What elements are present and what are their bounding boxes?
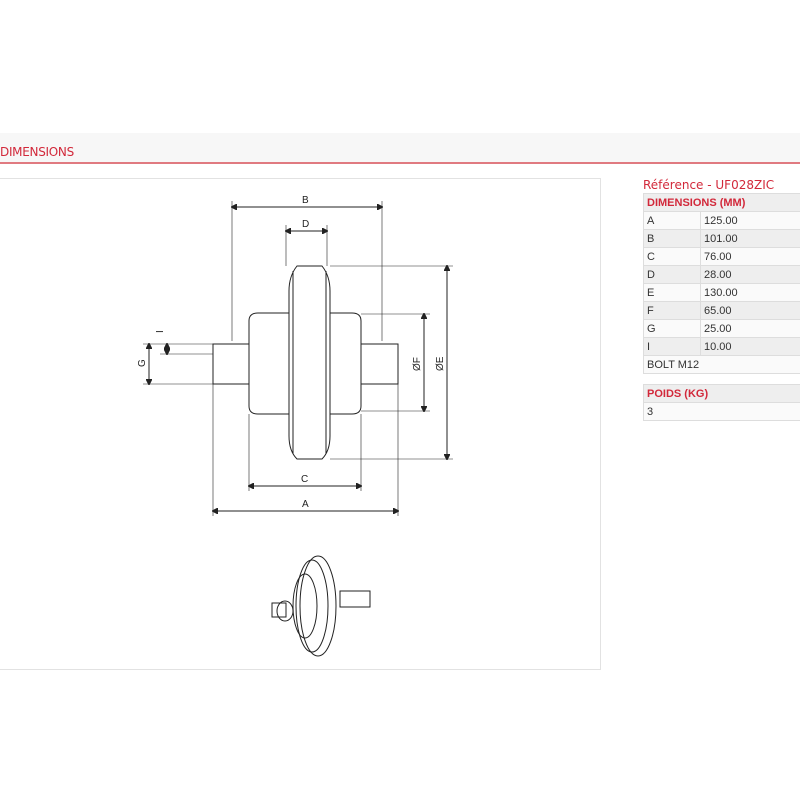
weight-value-row: 3 — [643, 402, 800, 421]
label-a: A — [302, 499, 309, 510]
dimension-value: 28.00 — [700, 265, 800, 284]
dimension-key: C — [643, 247, 701, 266]
dimension-key: B — [643, 229, 701, 248]
weight-header: POIDS (KG) — [643, 384, 800, 403]
dimension-arrows — [149, 207, 447, 511]
isometric-view — [271, 555, 371, 657]
dimension-value: 101.00 — [700, 229, 800, 248]
flange — [288, 265, 331, 460]
label-c: C — [301, 474, 308, 485]
extension-lines — [143, 201, 453, 516]
dimensions-header-row: DIMENSIONS (MM) — [643, 193, 800, 212]
dimension-key: E — [643, 283, 701, 302]
weight-header-row: POIDS (KG) — [643, 384, 800, 403]
weight-table: POIDS (KG) 3 — [643, 384, 800, 421]
dimension-key: D — [643, 265, 701, 284]
label-g: G — [137, 359, 148, 367]
dimension-key: I — [643, 337, 701, 356]
dimension-key: A — [643, 211, 701, 230]
dimensions-note-row: BOLT M12 — [643, 355, 800, 374]
dimension-value: 10.00 — [700, 337, 800, 356]
dimensions-note: BOLT M12 — [643, 355, 800, 374]
label-i: I — [155, 330, 166, 333]
dimensions-header: DIMENSIONS (MM) — [643, 193, 800, 212]
section-title: DIMENSIONS — [0, 145, 74, 159]
dimension-value: 125.00 — [700, 211, 800, 230]
label-b: B — [302, 195, 309, 206]
label-f: ØF — [412, 357, 423, 371]
section-header: DIMENSIONS — [0, 133, 800, 164]
drawing-canvas: B D C A ØE ØF G I — [137, 195, 453, 657]
weight-value: 3 — [643, 402, 800, 421]
dimension-key: F — [643, 301, 701, 320]
dimension-value: 65.00 — [700, 301, 800, 320]
dimension-value: 25.00 — [700, 319, 800, 338]
label-d: D — [302, 219, 309, 230]
label-e: ØE — [435, 356, 446, 371]
dimension-key: G — [643, 319, 701, 338]
reference-title: Référence - UF028ZIC — [643, 178, 775, 192]
dimension-value: 130.00 — [700, 283, 800, 302]
dimension-value: 76.00 — [700, 247, 800, 266]
technical-drawing: B D C A ØE ØF G I — [0, 178, 601, 670]
